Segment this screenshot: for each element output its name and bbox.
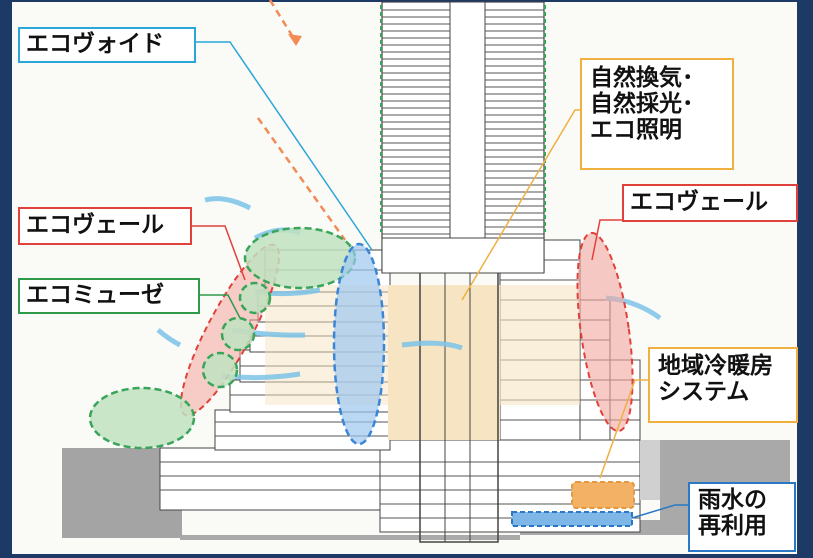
atrium-natural-light xyxy=(388,285,500,440)
label-eco-veil-right: エコヴェール xyxy=(622,184,798,222)
rainwater-tank xyxy=(511,511,633,527)
tower-floor-lines xyxy=(382,9,544,235)
label-eco-museum-text: エコミューゼ xyxy=(26,282,164,308)
label-eco-veil-left: エコヴェール xyxy=(18,207,192,245)
label-district-line2: システム xyxy=(658,378,750,405)
label-eco-void-text: エコヴォイド xyxy=(26,31,164,57)
label-natural-line2: 自然採光･ xyxy=(590,90,694,117)
basement-left xyxy=(159,447,391,511)
label-eco-veil-left-text: エコヴェール xyxy=(26,212,164,238)
ground-right-step xyxy=(640,440,660,500)
atrium-light-right xyxy=(500,285,580,405)
label-rainwater-line1: 雨水の xyxy=(698,487,767,513)
label-district-heating: 地域冷暖房 システム xyxy=(648,347,798,423)
label-natural-line1: 自然換気･ xyxy=(590,65,694,91)
district-heating-plant xyxy=(571,481,635,509)
leader-lines xyxy=(190,41,688,519)
eco-museum-greenery xyxy=(88,226,357,450)
label-rainwater: 雨水の 再利用 xyxy=(688,482,796,552)
label-natural-ventilation: 自然換気･ 自然採光･ エコ照明 xyxy=(580,58,734,170)
label-rainwater-line2: 再利用 xyxy=(698,512,767,539)
tower-base-floors xyxy=(381,237,545,274)
eco-void-shape xyxy=(332,242,386,446)
label-eco-veil-right-text: エコヴェール xyxy=(630,189,768,215)
label-natural-line3: エコ照明 xyxy=(590,116,682,143)
eco-veil-right-shape xyxy=(576,231,634,433)
label-eco-void: エコヴォイド xyxy=(18,27,196,63)
tower-core xyxy=(449,1,486,273)
sunlight-arrow-head xyxy=(288,34,302,46)
label-eco-museum: エコミューゼ xyxy=(18,278,200,314)
label-district-line1: 地域冷暖房 xyxy=(658,353,773,379)
